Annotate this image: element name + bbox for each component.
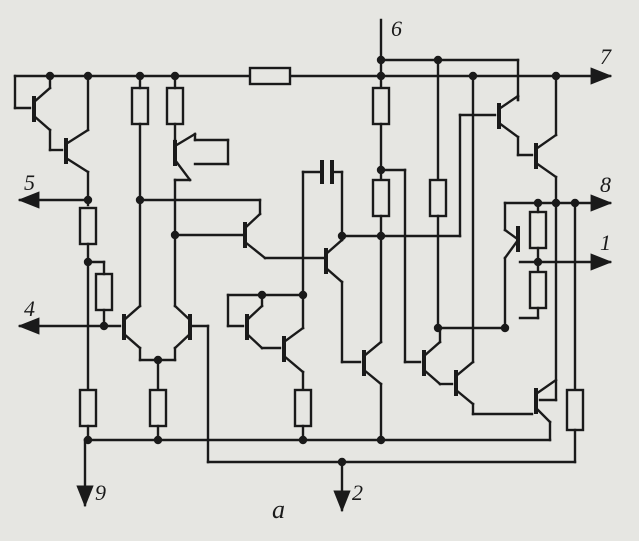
chain-resistor-lower <box>78 388 98 428</box>
mid-transistors <box>226 86 462 442</box>
pin-5-label: 5 <box>24 170 35 195</box>
right-resistor-b <box>528 210 548 250</box>
chain-resistor-side <box>94 272 114 312</box>
pin-6-label: 6 <box>391 16 402 41</box>
output-stage <box>422 74 613 464</box>
pin-7-label: 7 <box>600 44 612 69</box>
left-chain <box>17 191 122 508</box>
right-resistor-d <box>565 388 585 432</box>
load-resistor-b <box>165 86 185 126</box>
bottom-rail <box>83 438 577 464</box>
top-rail <box>13 66 613 86</box>
pin-6-lead <box>379 18 520 182</box>
pin-4-label: 4 <box>24 296 35 321</box>
mid-resistor-lower <box>371 178 391 218</box>
figure-caption: a <box>272 495 285 524</box>
diff-pair <box>122 74 262 464</box>
chain-resistor-upper <box>78 206 98 246</box>
pin-9-label: 9 <box>95 480 106 505</box>
input-darlington-left <box>13 74 90 207</box>
pin-1-label: 1 <box>600 230 611 255</box>
mid-resistor-upper <box>371 86 391 126</box>
right-resistor-c <box>528 270 548 310</box>
junction-dots <box>45 55 580 467</box>
pin-2-label: 2 <box>352 480 363 505</box>
rail-resistor <box>248 66 292 86</box>
load-resistor-a <box>130 86 150 126</box>
pin-8-label: 8 <box>600 172 611 197</box>
mid-resistor-low <box>293 388 313 428</box>
right-resistor-a <box>428 178 448 218</box>
tail-resistor <box>148 388 168 428</box>
